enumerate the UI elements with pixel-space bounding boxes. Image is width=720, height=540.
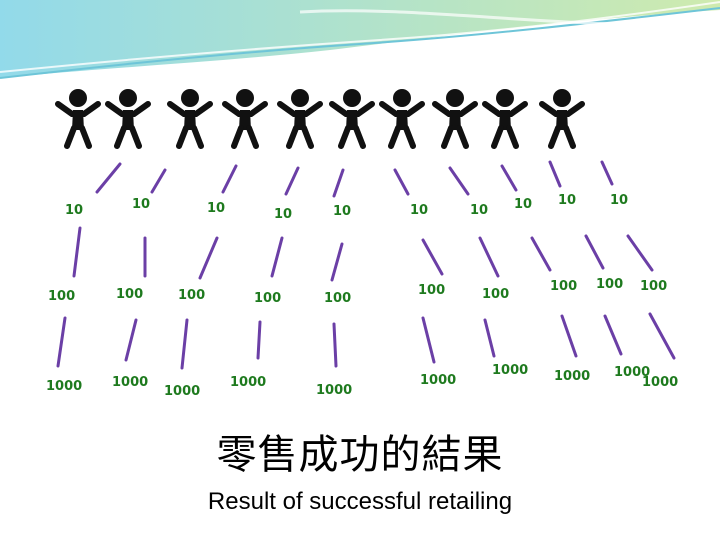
header-wave-decoration bbox=[0, 0, 720, 79]
connector-line bbox=[180, 318, 189, 370]
connector-line bbox=[548, 160, 562, 188]
connector-line bbox=[150, 168, 167, 194]
count-label: 1000 bbox=[164, 384, 200, 399]
count-label: 100 bbox=[254, 291, 281, 306]
connector-line bbox=[500, 164, 518, 192]
count-label: 100 bbox=[48, 289, 75, 304]
connector-line bbox=[284, 166, 300, 196]
slide-title-english: Result of successful retailing bbox=[207, 488, 513, 515]
connector-line bbox=[478, 236, 500, 278]
count-label: 10 bbox=[65, 203, 83, 218]
connector-line bbox=[626, 234, 654, 272]
person-icon bbox=[329, 89, 375, 149]
count-label: 10 bbox=[558, 193, 576, 208]
count-label: 1000 bbox=[642, 375, 678, 390]
connector-line bbox=[270, 236, 284, 278]
connector-line bbox=[393, 168, 410, 196]
connector-line bbox=[448, 166, 470, 196]
connector-line bbox=[421, 238, 444, 276]
count-label: 100 bbox=[178, 288, 205, 303]
count-label: 10 bbox=[207, 201, 225, 216]
connector-line bbox=[256, 320, 262, 360]
slide-title-chinese: 零售成功的結果 bbox=[216, 432, 504, 478]
connector-line bbox=[600, 160, 614, 186]
connector-line bbox=[198, 236, 219, 280]
count-label: 10 bbox=[610, 193, 628, 208]
count-label: 10 bbox=[514, 197, 532, 212]
count-label: 10 bbox=[333, 204, 351, 219]
count-label: 100 bbox=[116, 287, 143, 302]
count-label: 10 bbox=[410, 203, 428, 218]
count-label: 10 bbox=[132, 197, 150, 212]
person-icon bbox=[379, 89, 425, 149]
connector-line bbox=[603, 314, 623, 356]
count-label: 100 bbox=[482, 287, 509, 302]
connector-line bbox=[560, 314, 578, 358]
count-labels: 10 10 10 10 10 10 10 10 10 10 100 100 100 100 100 100 10… bbox=[46, 193, 678, 399]
count-label: 100 bbox=[640, 279, 667, 294]
person-icon bbox=[222, 89, 268, 149]
connector-line bbox=[95, 162, 122, 194]
count-label: 100 bbox=[596, 277, 623, 292]
count-label: 1000 bbox=[554, 369, 590, 384]
count-label: 1000 bbox=[112, 375, 148, 390]
people-row bbox=[55, 89, 585, 149]
count-label: 100 bbox=[324, 291, 351, 306]
person-icon bbox=[482, 89, 528, 149]
connector-line bbox=[421, 316, 436, 364]
connector-line bbox=[56, 316, 67, 368]
connector-line bbox=[483, 318, 496, 358]
connector-line bbox=[330, 242, 344, 282]
person-icon bbox=[539, 89, 585, 149]
person-icon bbox=[167, 89, 213, 149]
count-label: 100 bbox=[418, 283, 445, 298]
count-label: 100 bbox=[550, 279, 577, 294]
person-icon bbox=[55, 89, 101, 149]
referral-tree-figure: 10 10 10 10 10 10 10 10 10 10 100 100 100 100 100 100 10… bbox=[46, 89, 678, 399]
count-label: 1000 bbox=[230, 375, 266, 390]
count-label: 1000 bbox=[46, 379, 82, 394]
person-icon bbox=[432, 89, 478, 149]
person-icon bbox=[277, 89, 323, 149]
connector-line bbox=[221, 164, 238, 194]
count-label: 1000 bbox=[492, 363, 528, 378]
person-icon bbox=[105, 89, 151, 149]
count-label: 10 bbox=[274, 207, 292, 222]
connector-line bbox=[72, 226, 82, 278]
connector-line bbox=[530, 236, 552, 272]
connector-line bbox=[332, 168, 345, 198]
connector-line bbox=[648, 312, 676, 360]
count-label: 1000 bbox=[614, 365, 650, 380]
connector-line bbox=[124, 318, 138, 362]
count-label: 10 bbox=[470, 203, 488, 218]
connector-line bbox=[332, 322, 338, 368]
count-label: 1000 bbox=[316, 383, 352, 398]
connector-lines bbox=[56, 160, 676, 370]
connector-line bbox=[584, 234, 605, 270]
count-label: 1000 bbox=[420, 373, 456, 388]
